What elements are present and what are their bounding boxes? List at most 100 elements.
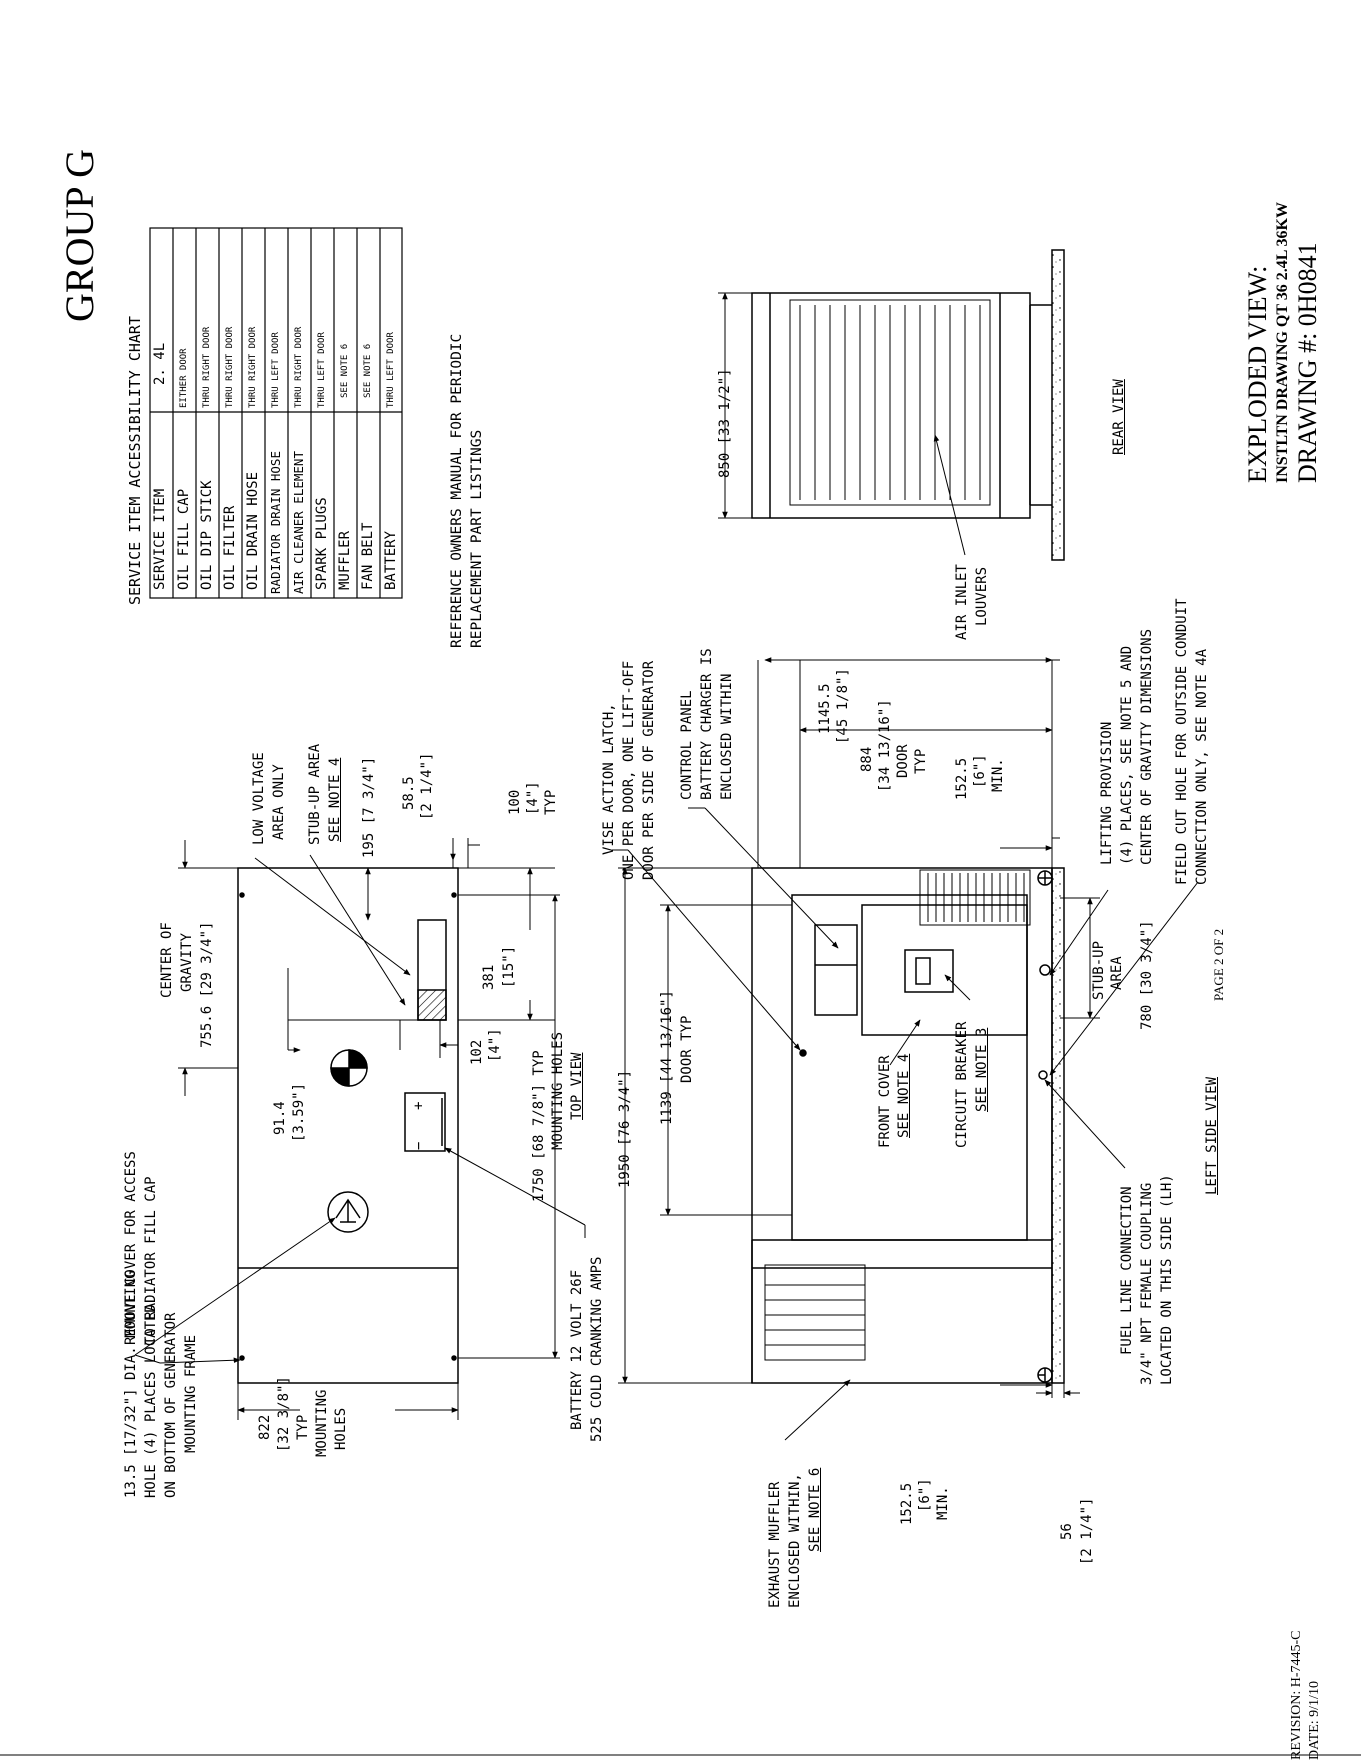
dim-56: [2 1/4"] xyxy=(1079,1497,1095,1565)
dim-1139: DOOR TYP xyxy=(679,1015,695,1083)
reference-note-line1: REFERENCE OWNERS MANUAL FOR PERIODIC xyxy=(449,333,465,648)
service-chart-row-item: OIL DRAIN HOSE xyxy=(245,471,261,590)
remove-cover-note: TO RADIATOR FILL CAP xyxy=(143,1176,159,1345)
service-chart-grid xyxy=(149,227,403,599)
dim-884: 884 xyxy=(859,746,875,772)
side-view-leaders xyxy=(612,807,1199,1441)
vise-latch-note: DOOR PER SIDE OF GENERATOR xyxy=(641,660,657,880)
circuit-breaker-note-link: SEE NOTE 3 xyxy=(974,1027,990,1112)
dim-381: 381 xyxy=(481,964,497,990)
service-chart-row-access: THRU LEFT DOOR xyxy=(317,332,327,408)
vise-latch-note: VISE ACTION LATCH, xyxy=(601,703,617,855)
dim-102: 102 xyxy=(469,1039,485,1065)
dim-822: HOLES xyxy=(333,1407,349,1450)
dim-91: 91.4 xyxy=(272,1101,288,1135)
top-view-title: TOP VIEW xyxy=(569,1052,585,1120)
service-chart-row-access: THRU RIGHT DOOR xyxy=(248,326,258,408)
revision-label: REVISION: H-7445-C xyxy=(1289,1630,1304,1761)
dim-56: 56 xyxy=(1059,1523,1075,1540)
lifting-provision-note: (4) PLACES, SEE NOTE 5 AND xyxy=(1119,645,1135,865)
battery-note: BATTERY 12 VOLT 26F xyxy=(569,1269,585,1430)
air-inlet-label: LOUVERS xyxy=(974,566,990,626)
dim-152-right: [6"] xyxy=(972,754,988,788)
fuel-line-note: 3/4" NPT FEMALE COUPLING xyxy=(1139,1182,1155,1385)
stub-up-area-side-label: AREA xyxy=(1109,956,1125,990)
exhaust-muffler-note: EXHAUST MUFFLER xyxy=(767,1481,783,1608)
vise-latch-note: ONE PER DOOR, ONE LIFT-OFF xyxy=(621,660,637,880)
service-chart-row-item: OIL FILTER xyxy=(222,505,238,590)
dim-822: [32 3/8"] xyxy=(276,1376,292,1452)
field-cut-note: FIELD CUT HOLE FOR OUTSIDE CONDUIT xyxy=(1174,598,1190,885)
air-inlet-label: AIR INLET xyxy=(954,564,970,640)
top-view-leaders xyxy=(134,854,586,1364)
dim-884: [34 13/16"] xyxy=(877,699,893,792)
battery-note: 525 COLD CRANKING AMPS xyxy=(589,1256,605,1442)
service-chart-row-access: THRU LEFT DOOR xyxy=(386,332,396,408)
exhaust-muffler-note: ENCLOSED WITHIN, xyxy=(787,1473,803,1608)
rear-view-outline xyxy=(751,249,1065,561)
service-chart-row-access: THRU RIGHT DOOR xyxy=(225,326,235,408)
dim-100: [4"] xyxy=(525,781,541,815)
battery-plus-sign: + xyxy=(411,1101,427,1110)
service-chart-row-access: SEE NOTE 6 xyxy=(340,343,350,398)
circuit-breaker-label: CIRCUIT BREAKER xyxy=(954,1021,970,1148)
dim-58: 58.5 xyxy=(401,776,417,810)
left-side-view-title: LEFT SIDE VIEW xyxy=(1204,1076,1220,1195)
mounting-hole-note: ON BOTTOM OF GENERATOR xyxy=(163,1312,179,1498)
top-view-outline xyxy=(237,867,459,1384)
dim-884: DOOR xyxy=(895,744,911,778)
center-of-gravity-label: GRAVITY xyxy=(179,932,195,992)
drawing-name: INSTLTN DRAWING QT 36 2.4L 36KW xyxy=(1274,202,1291,483)
rear-view-title: REAR VIEW xyxy=(1111,379,1127,455)
service-chart-row-item: SPARK PLUGS xyxy=(314,497,330,590)
exhaust-note-link: SEE NOTE 6 xyxy=(807,1467,823,1552)
service-chart-row-item: MUFFLER xyxy=(337,530,353,590)
center-of-gravity-label: CENTER OF xyxy=(159,922,175,998)
service-chart-row-access: THRU LEFT DOOR xyxy=(271,332,281,408)
service-chart-row-item: FAN BELT xyxy=(360,522,376,590)
service-chart-header-item: SERVICE ITEM xyxy=(152,488,168,590)
drawing-number: DRAWING #: 0H0841 xyxy=(1293,242,1322,483)
stub-up-area-side-label: STUB-UP xyxy=(1091,940,1107,1000)
stub-up-note-link: SEE NOTE 4 xyxy=(327,757,343,842)
service-chart-row-access: EITHER DOOR xyxy=(179,348,189,408)
rear-view-dimensions xyxy=(718,292,966,556)
exploded-view-label: EXPLODED VIEW: xyxy=(1243,265,1272,483)
service-chart-row-access: THRU RIGHT DOOR xyxy=(202,326,212,408)
service-chart-row-item: RADIATOR DRAIN HOSE xyxy=(268,451,283,594)
side-view-louvers xyxy=(764,869,1031,1361)
top-view-dimensions xyxy=(178,838,560,1420)
battery-minus-sign: − xyxy=(411,1141,427,1150)
front-cover-label: FRONT COVER xyxy=(877,1055,893,1148)
dim-822: TYP xyxy=(295,1414,311,1440)
center-of-gravity-dim: 755.6 [29 3/4"] xyxy=(199,921,215,1048)
field-cut-note: CONNECTION ONLY, SEE NOTE 4A xyxy=(1194,648,1210,885)
stub-up-area-label: STUB-UP AREA xyxy=(307,743,323,845)
dim-58: [2 1/4"] xyxy=(419,752,435,820)
dim-822: 822 xyxy=(257,1414,273,1440)
mounting-hole-note: MOUNTING FRAME xyxy=(183,1334,199,1453)
service-chart-row-access: THRU RIGHT DOOR xyxy=(294,326,304,408)
service-chart-row-item: BATTERY xyxy=(383,530,399,590)
dim-1145: [45 1/8"] xyxy=(835,668,851,744)
control-panel-note: BATTERY CHARGER IS xyxy=(699,648,715,800)
dim-152-right: MIN. xyxy=(990,758,1006,792)
service-chart-title: SERVICE ITEM ACCESSIBILITY CHART xyxy=(126,316,144,605)
lifting-provision-note: LIFTING PROVISION xyxy=(1099,721,1115,865)
service-chart-row-item: OIL FILL CAP xyxy=(176,488,192,590)
dim-100: 100 xyxy=(507,789,523,815)
front-cover-note-link: SEE NOTE 4 xyxy=(896,1053,912,1138)
dim-1145: 1145.5 xyxy=(817,683,833,734)
low-voltage-label: LOW VOLTAGE xyxy=(251,752,267,845)
service-chart-row-item: OIL DIP STICK xyxy=(199,480,215,590)
fuel-line-note: LOCATED ON THIS SIDE (LH) xyxy=(1159,1174,1175,1385)
dim-822: MOUNTING xyxy=(314,1389,330,1457)
fuel-line-note: FUEL LINE CONNECTION xyxy=(1119,1186,1135,1355)
dim-152-right: 152.5 xyxy=(954,757,970,800)
dim-152-left: 152.5 xyxy=(899,1482,915,1525)
page-indicator: PAGE 2 OF 2 xyxy=(1211,928,1226,1001)
dim-1750: 1750 [68 7/8"] TYP xyxy=(531,1050,547,1202)
low-voltage-label: AREA ONLY xyxy=(271,764,287,840)
